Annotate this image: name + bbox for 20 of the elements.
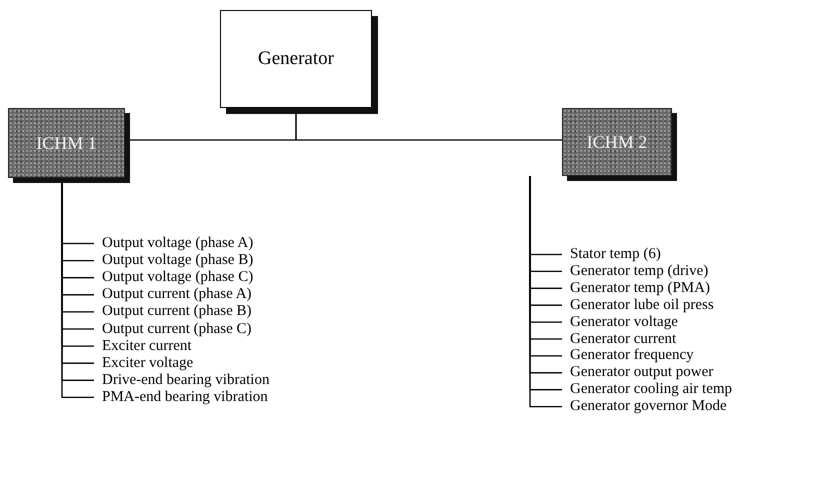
list-item: Exciter voltage	[102, 354, 194, 372]
list-item: Output voltage (phase C)	[102, 269, 254, 286]
list-item: Exciter current	[102, 338, 192, 355]
list-item: Generator temp (drive)	[570, 262, 708, 280]
list-item: Output current (phase A)	[102, 286, 252, 304]
list-item: Generator temp (PMA)	[570, 280, 710, 297]
list-item: Output voltage (phase A)	[102, 235, 254, 252]
list-item: PMA-end bearing vibration	[102, 388, 268, 406]
list-item: Output current (phase B)	[102, 303, 252, 320]
list-item: Generator voltage	[570, 314, 678, 331]
list-item: Generator lube oil press	[570, 296, 714, 314]
list-item: Generator governor Mode	[570, 398, 727, 416]
list-item: Stator temp (6)	[570, 246, 661, 263]
list-item: Generator output power	[570, 364, 714, 382]
list-item: Output current (phase C)	[102, 320, 252, 338]
list-item: Output voltage (phase B)	[102, 252, 254, 270]
list-item: Generator frequency	[570, 347, 694, 364]
list-item: Generator cooling air temp	[570, 381, 732, 398]
list-item: Drive-end bearing vibration	[102, 372, 270, 389]
list-item: Generator current	[570, 330, 676, 348]
